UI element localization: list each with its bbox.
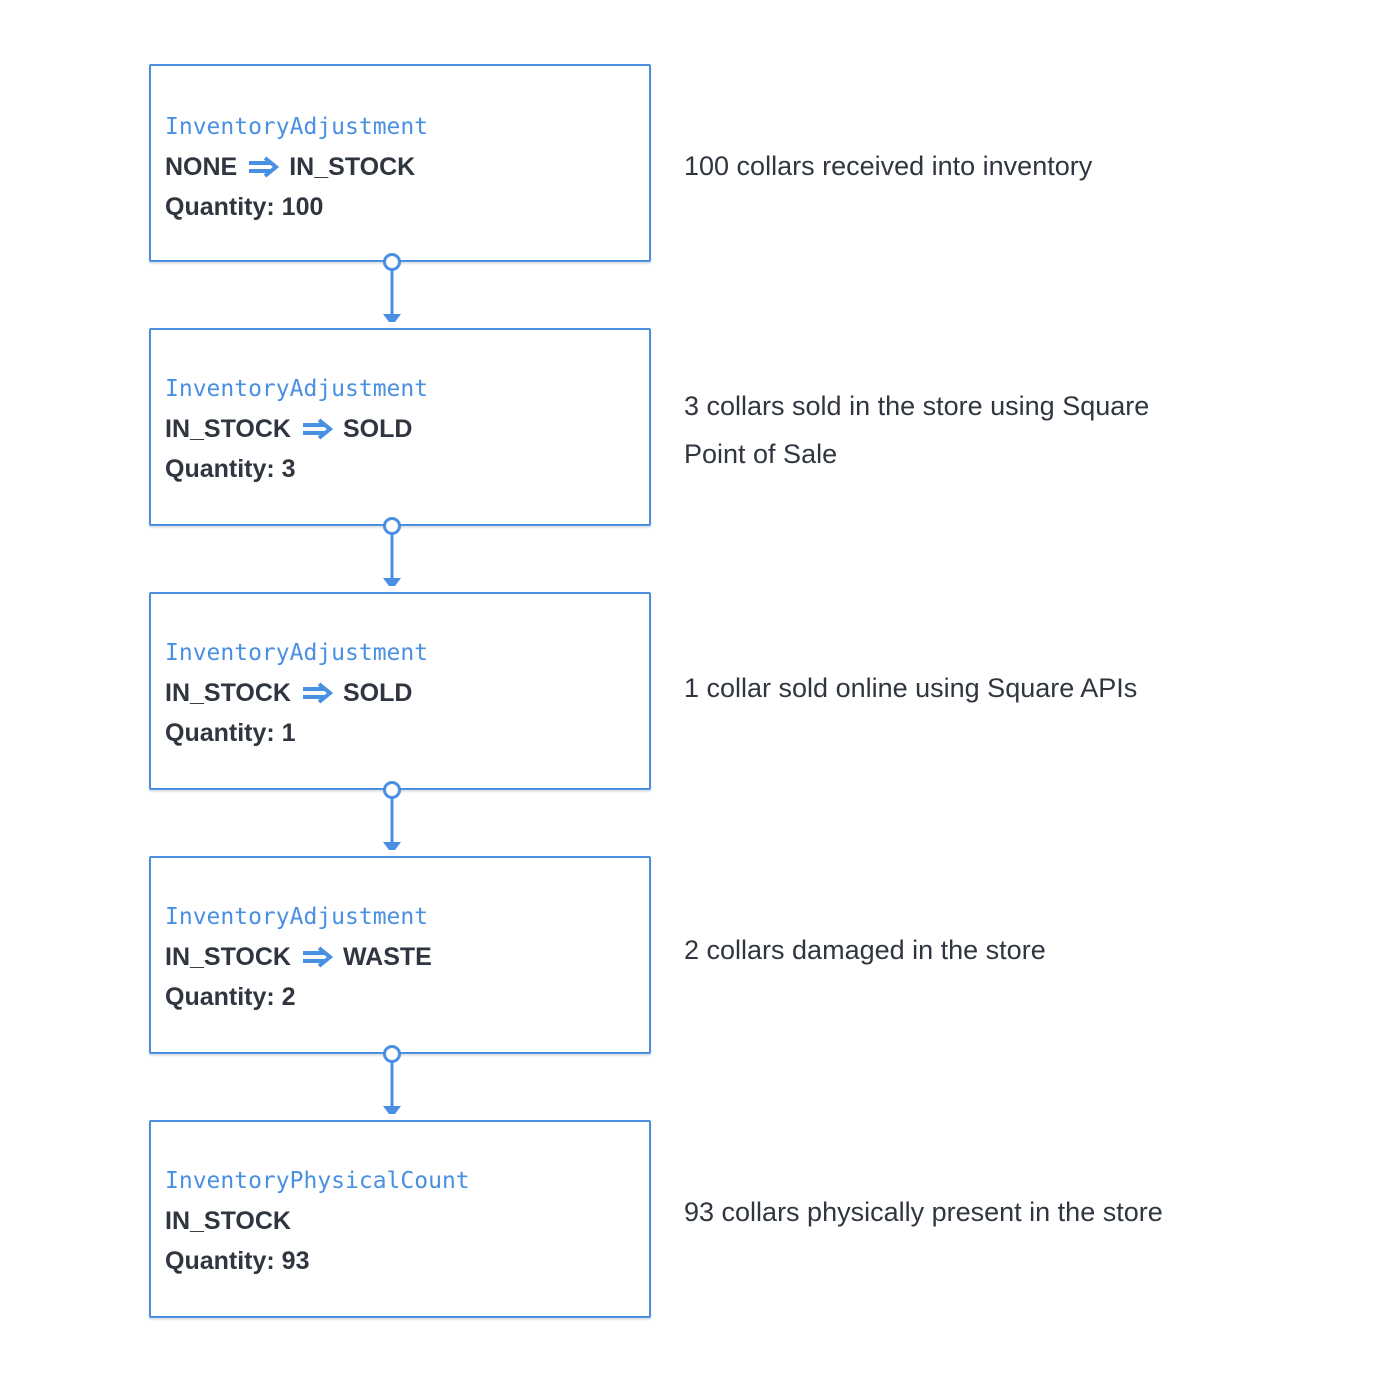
from-state: IN_STOCK	[165, 943, 291, 971]
from-state: IN_STOCK	[165, 679, 291, 707]
step-description: 3 collars sold in the store using Square…	[684, 391, 1150, 469]
step-description: 1 collar sold online using Square APIs	[684, 673, 1138, 703]
node-type-label: InventoryAdjustment	[165, 904, 429, 930]
connector-arrow	[383, 253, 401, 322]
from-state: NONE	[165, 153, 238, 181]
node-type-label: InventoryAdjustment	[165, 640, 429, 666]
to-state: SOLD	[342, 415, 413, 443]
step-node: InventoryPhysicalCount IN_STOCK Quantity…	[149, 1120, 651, 1318]
double-arrow-right-icon	[302, 946, 334, 968]
state-transition: IN_STOCK WASTE	[165, 943, 432, 971]
state-transition: IN_STOCK SOLD	[165, 679, 428, 707]
step-description: 93 collars physically present in the sto…	[684, 1197, 1163, 1227]
step-node: InventoryAdjustment IN_STOCK SOLD Quanti…	[149, 592, 651, 790]
connector-arrow	[383, 781, 401, 850]
double-arrow-right-icon	[302, 682, 334, 704]
connector-arrow	[383, 517, 401, 586]
quantity-label: Quantity: 93	[165, 1247, 310, 1275]
to-state: SOLD	[342, 679, 413, 707]
double-arrow-right-icon	[249, 156, 280, 178]
node-type-label: InventoryAdjustment	[165, 376, 429, 402]
step-node: InventoryAdjustment IN_STOCK WASTE Quant…	[149, 856, 651, 1054]
from-state: IN_STOCK	[165, 1207, 291, 1235]
quantity-label: Quantity: 100	[165, 193, 324, 221]
to-state: WASTE	[342, 943, 432, 971]
quantity-label: Quantity: 1	[165, 719, 296, 747]
state-transition: IN_STOCK SOLD	[165, 415, 428, 443]
node-type-label: InventoryAdjustment	[165, 114, 429, 140]
step-node: InventoryAdjustment NONE IN_STOCK Quanti…	[149, 64, 651, 262]
state-transition: NONE IN_STOCK	[165, 153, 428, 181]
step-description: 2 collars damaged in the store	[684, 935, 1046, 965]
from-state: IN_STOCK	[165, 415, 291, 443]
step-node: InventoryAdjustment IN_STOCK SOLD Quanti…	[149, 328, 651, 526]
state-transition: IN_STOCK	[165, 1207, 470, 1235]
connector-arrow	[383, 1045, 401, 1114]
double-arrow-right-icon	[302, 418, 334, 440]
quantity-label: Quantity: 2	[165, 983, 296, 1011]
quantity-label: Quantity: 3	[165, 455, 296, 483]
node-type-label: InventoryPhysicalCount	[165, 1168, 470, 1194]
to-state: IN_STOCK	[289, 153, 416, 181]
step-description: 100 collars received into inventory	[684, 151, 1093, 181]
